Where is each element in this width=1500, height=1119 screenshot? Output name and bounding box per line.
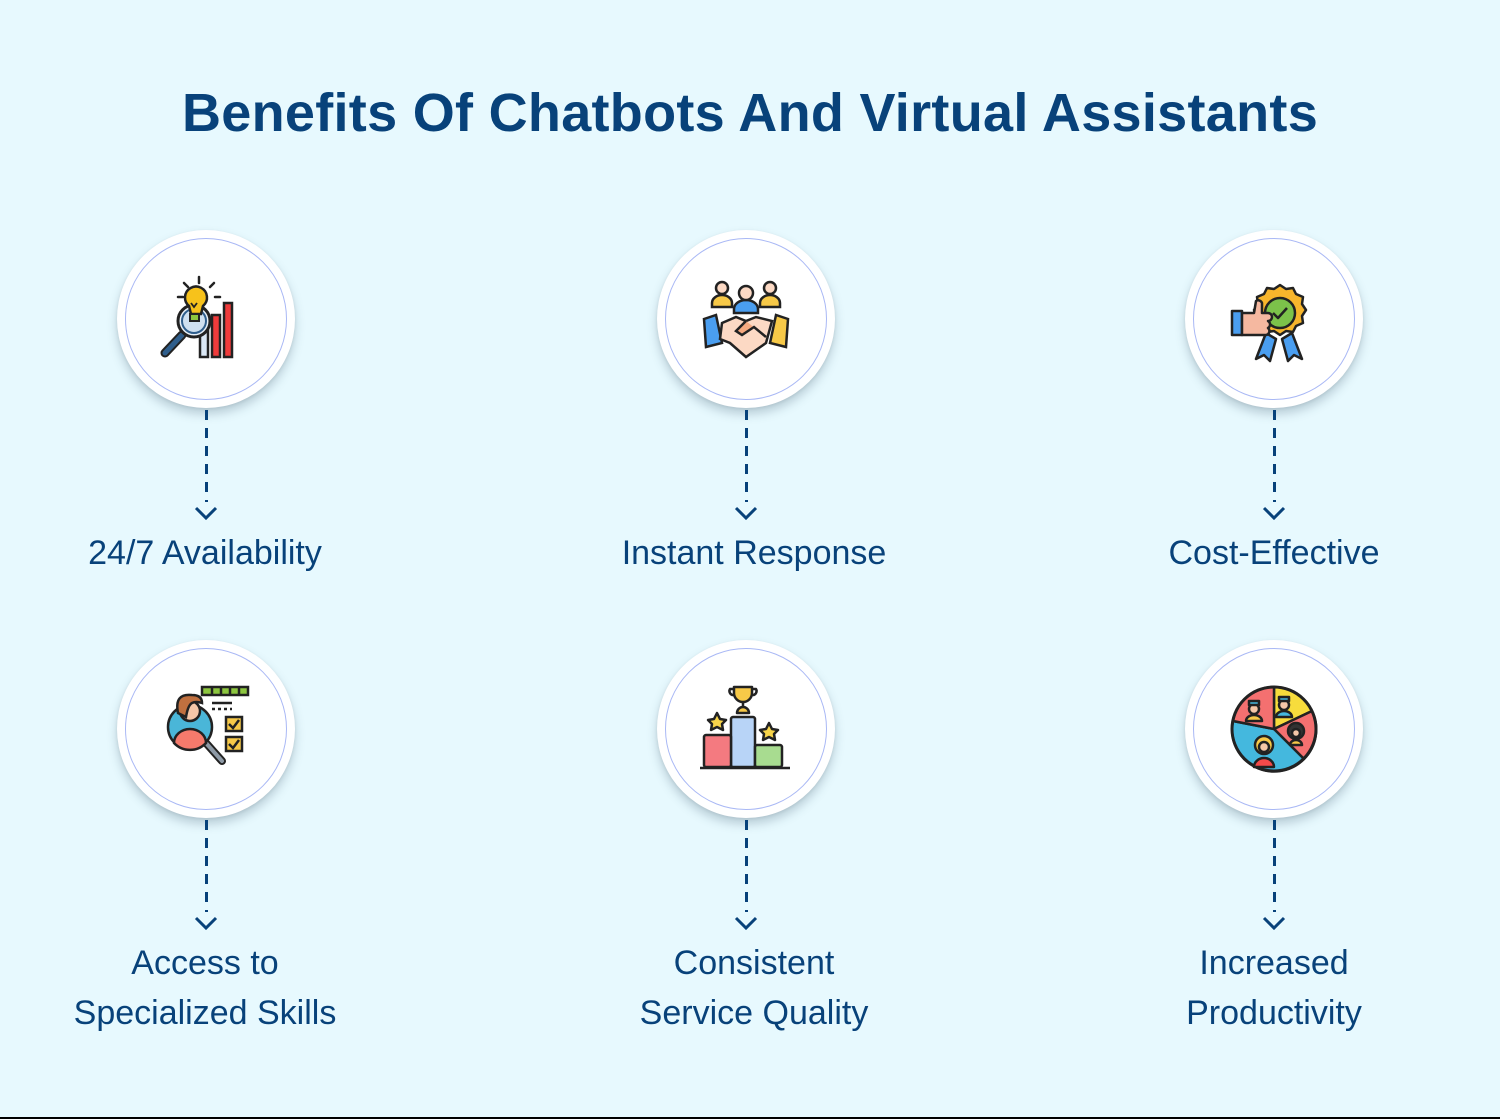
label-line-1: Cost-Effective bbox=[1168, 534, 1380, 572]
chevron-down-icon bbox=[1262, 916, 1286, 930]
label-line-2: Specialized Skills bbox=[73, 994, 337, 1032]
team-pie-chart-icon bbox=[1230, 685, 1318, 773]
icon-circle bbox=[117, 640, 295, 818]
chevron-down-icon bbox=[734, 506, 758, 520]
candidate-search-icon bbox=[166, 685, 250, 765]
label-line-1: Access to bbox=[131, 944, 279, 982]
dashed-connector bbox=[745, 410, 748, 502]
benefit-label: Cost-Effective bbox=[1168, 528, 1379, 578]
dashed-connector bbox=[205, 410, 208, 502]
podium-trophy-icon bbox=[700, 685, 790, 770]
label-line-1: 24/7 Availability bbox=[88, 534, 322, 572]
label-line-2: Productivity bbox=[1186, 994, 1362, 1032]
chevron-down-icon bbox=[1262, 506, 1286, 520]
benefit-label: 24/7 Availability bbox=[88, 528, 322, 578]
label-line-1: Instant Response bbox=[621, 534, 887, 572]
dashed-connector bbox=[205, 820, 208, 912]
dashed-connector bbox=[745, 820, 748, 912]
icon-circle bbox=[117, 230, 295, 408]
page-title: Benefits Of Chatbots And Virtual Assista… bbox=[181, 83, 1319, 143]
chevron-down-icon bbox=[194, 916, 218, 930]
icon-circle bbox=[657, 230, 835, 408]
dashed-connector bbox=[1273, 820, 1276, 912]
dashed-connector bbox=[1273, 410, 1276, 502]
label-line-1: Increased bbox=[1199, 944, 1349, 982]
benefit-label: Instant Response bbox=[622, 528, 887, 578]
label-line-1: Consistent bbox=[673, 944, 835, 982]
benefit-label: Increased Productivity bbox=[1186, 938, 1362, 1038]
thumbs-up-badge-icon bbox=[1230, 283, 1308, 363]
chevron-down-icon bbox=[194, 506, 218, 520]
icon-circle bbox=[1185, 230, 1363, 408]
bottom-border bbox=[0, 1117, 1500, 1119]
benefit-label: Access to Specialized Skills bbox=[74, 938, 337, 1038]
lightbulb-analytics-icon bbox=[160, 275, 234, 359]
benefit-label: Consistent Service Quality bbox=[640, 938, 869, 1038]
icon-circle bbox=[1185, 640, 1363, 818]
label-line-2: Service Quality bbox=[639, 994, 869, 1032]
icon-circle bbox=[657, 640, 835, 818]
handshake-team-icon bbox=[702, 280, 790, 359]
chevron-down-icon bbox=[734, 916, 758, 930]
